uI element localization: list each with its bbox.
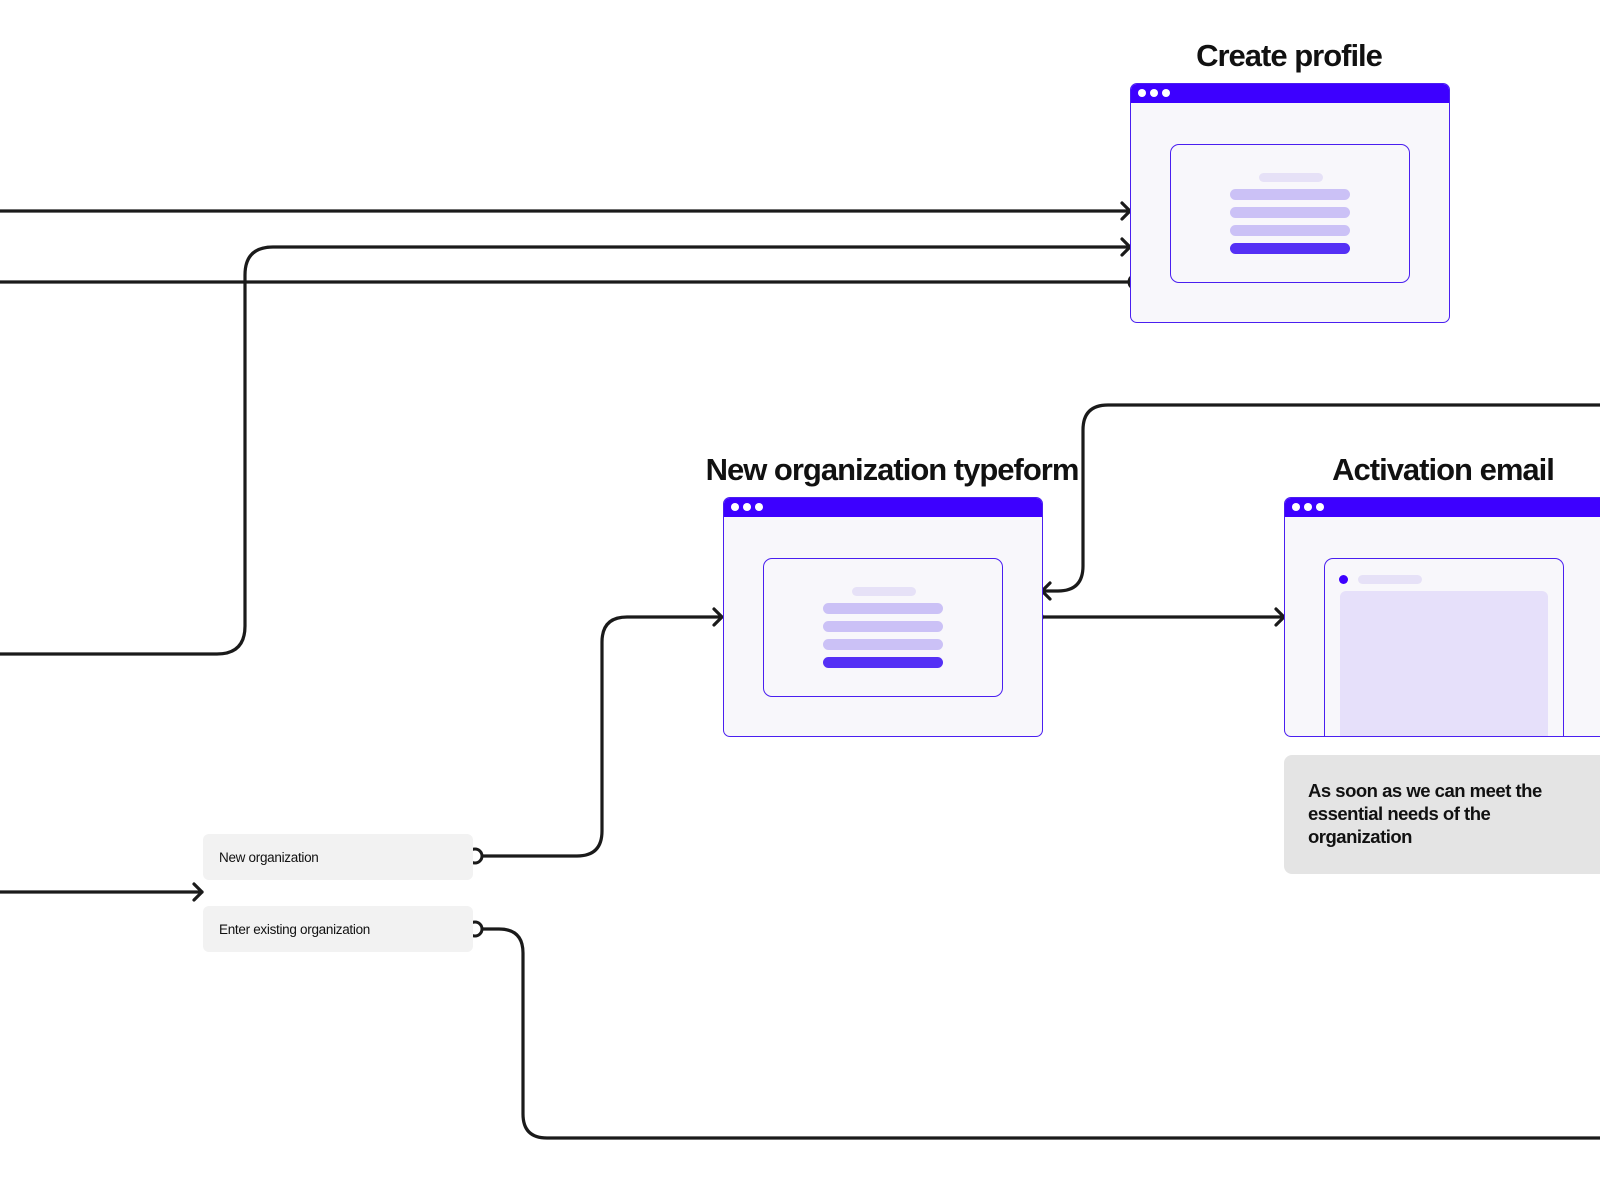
- wire-existing-org-out: [480, 927, 1600, 1140]
- form-field-placeholder: [823, 621, 943, 632]
- option-new-organization[interactable]: New organization: [203, 834, 473, 880]
- form-field-placeholder: [1230, 225, 1350, 236]
- window-titlebar: [1285, 498, 1600, 517]
- email-body-placeholder: [1340, 591, 1548, 736]
- activation-email-screen[interactable]: [1284, 497, 1600, 737]
- window-controls-icon: [1292, 503, 1324, 511]
- arrow-icon: [712, 607, 724, 627]
- wire-into-create-profile-2: [0, 245, 1132, 656]
- window-titlebar: [1131, 84, 1449, 103]
- form-field-placeholder: [823, 639, 943, 650]
- email-sender-dot-icon: [1339, 575, 1348, 584]
- form-field-placeholder: [823, 603, 943, 614]
- create-profile-screen[interactable]: [1130, 83, 1450, 323]
- activation-note: As soon as we can meet the essential nee…: [1284, 755, 1600, 874]
- option-enter-existing-organization[interactable]: Enter existing organization: [203, 906, 473, 952]
- new-org-typeform-title: New organization typeform: [705, 452, 1080, 487]
- create-profile-title: Create profile: [1196, 38, 1383, 73]
- form-heading-placeholder: [852, 587, 916, 596]
- wire-new-org-to-typeform: [480, 615, 724, 858]
- new-org-typeform-screen[interactable]: [723, 497, 1043, 737]
- form-heading-placeholder: [1259, 173, 1323, 182]
- form-submit-placeholder: [823, 657, 943, 668]
- window-controls-icon: [1138, 89, 1170, 97]
- arrow-icon: [192, 882, 204, 902]
- form-field-placeholder: [1230, 207, 1350, 218]
- wire-loop-into-typeform: [1040, 403, 1600, 593]
- activation-email-title: Activation email: [1332, 452, 1555, 487]
- form-field-placeholder: [1230, 189, 1350, 200]
- email-card: [1324, 558, 1564, 736]
- form-card: [1170, 144, 1410, 283]
- form-submit-placeholder: [1230, 243, 1350, 254]
- form-card: [763, 558, 1003, 697]
- window-titlebar: [724, 498, 1042, 517]
- email-subject-placeholder: [1358, 575, 1422, 584]
- window-controls-icon: [731, 503, 763, 511]
